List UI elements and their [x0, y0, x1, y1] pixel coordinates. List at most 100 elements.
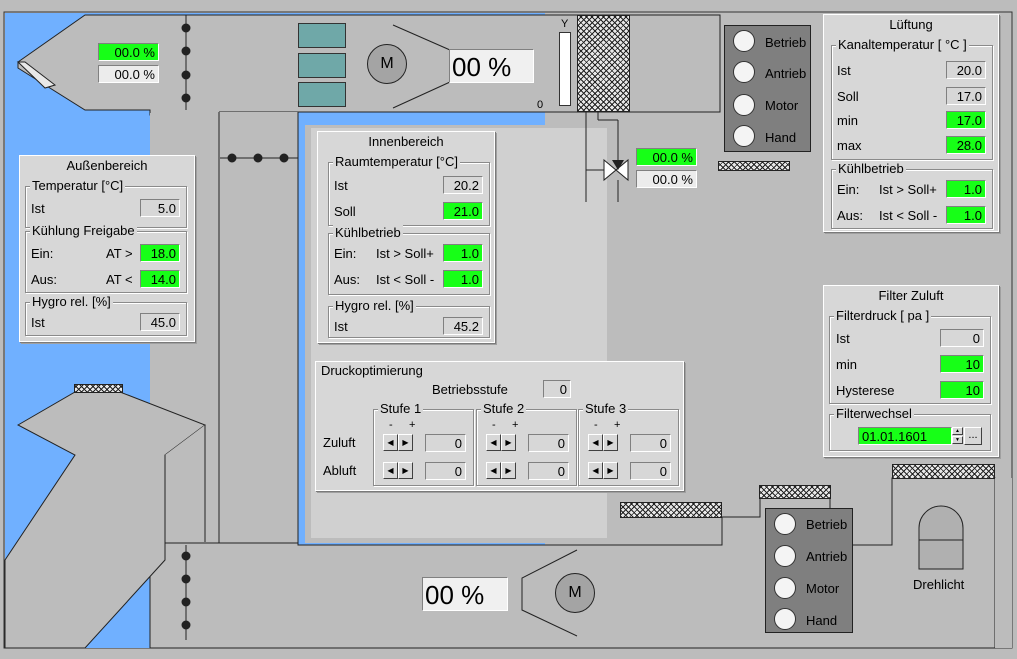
supply-fan-motor[interactable]: M — [367, 44, 407, 84]
betriebsstufe-label: Betriebsstufe — [432, 382, 508, 397]
minus-label: - — [492, 419, 496, 431]
coil-3 — [298, 82, 346, 107]
stufe3-zuluft-plus[interactable]: ▶ — [603, 434, 618, 451]
stufe2-zuluft-minus[interactable]: ◀ — [486, 434, 501, 451]
cool-on-threshold[interactable]: 18.0 — [140, 244, 180, 262]
lamp-betrieb — [733, 30, 755, 52]
group-label: Stufe 3 — [583, 401, 629, 416]
plus-label: + — [512, 419, 519, 431]
supply-filter — [577, 15, 630, 112]
supply-fan-speed: 00 % — [449, 49, 534, 83]
group-label: Kühlbetrieb — [333, 225, 403, 240]
aus-label: Aus: — [31, 272, 58, 287]
lamp-label: Betrieb — [765, 35, 807, 50]
aus-condition: AT < — [106, 272, 133, 287]
min-label: min — [836, 357, 857, 372]
group-duct-temperature: Kanaltemperatur [ °C ] Ist 20.0 Soll 17.… — [831, 37, 993, 160]
cool-off-offset[interactable]: 1.0 — [443, 270, 483, 288]
stufe2-zuluft-plus[interactable]: ▶ — [501, 434, 516, 451]
outdoor-damper-setpoint[interactable]: 00.0 % — [98, 43, 159, 61]
duct-cool-on[interactable]: 1.0 — [946, 180, 986, 198]
valve-actuator — [612, 160, 624, 170]
stufe1-abluft-plus[interactable]: ▶ — [398, 462, 413, 479]
abluft-label: Abluft — [323, 463, 357, 478]
aus-label: Aus: — [334, 272, 361, 287]
group-label: Filterdruck [ pa ] — [834, 308, 932, 323]
group-label: Raumtemperatur [°C] — [333, 154, 460, 169]
minus-label: - — [389, 419, 393, 431]
group-label: Kühlbetrieb — [836, 161, 906, 176]
extract-fan-speed: 00 % — [422, 577, 508, 611]
coil-piping — [585, 112, 619, 202]
status-grille — [718, 161, 790, 171]
ein-condition: AT > — [106, 246, 133, 261]
damper-bottom — [181, 545, 191, 640]
date-spin-up[interactable]: ▲ — [952, 427, 963, 435]
duct-temp-min[interactable]: 17.0 — [946, 111, 986, 129]
group-label: Kühlung Freigabe — [30, 223, 137, 238]
stufe2-abluft-plus[interactable]: ▶ — [501, 462, 516, 479]
lamp-label: Motor — [806, 581, 840, 596]
exhaust-filter-3 — [892, 464, 995, 479]
outdoor-hygro-value: 45.0 — [140, 313, 180, 331]
lamp-hand — [733, 125, 755, 147]
group-filter-change: Filterwechsel 01.01.1601 ▲ ▼ ... — [829, 406, 991, 451]
panel-title: Filter Zuluft — [878, 288, 944, 303]
exhaust-grille — [74, 384, 123, 393]
exhaust-filter-2 — [759, 485, 831, 499]
date-browse-button[interactable]: ... — [964, 427, 982, 445]
ein-condition: Ist > Soll+ — [879, 182, 937, 197]
panel-title: Druckoptimierung — [321, 363, 423, 378]
stufe3-zuluft-value: 0 — [630, 434, 671, 452]
extract-fan-motor[interactable]: M — [555, 573, 595, 613]
hygro-ist-label: Ist — [334, 319, 348, 334]
stufe1-zuluft-minus[interactable]: ◀ — [383, 434, 398, 451]
group-stufe-1: Stufe 1 - + ◀ ▶ 0 ◀ ▶ 0 — [373, 401, 474, 486]
group-cooling-mode: Kühlbetrieb Ein: Ist > Soll+ 1.0 Aus: Is… — [831, 161, 993, 229]
group-cooling-mode: Kühlbetrieb Ein: Ist > Soll+ 1.0 Aus: Is… — [328, 225, 490, 295]
cool-off-threshold[interactable]: 14.0 — [140, 270, 180, 288]
filter-pressure-min[interactable]: 10 — [940, 355, 984, 373]
stufe1-zuluft-plus[interactable]: ▶ — [398, 434, 413, 451]
exhaust-filter-1 — [620, 502, 722, 518]
hysterese-label: Hysterese — [836, 383, 895, 398]
filter-hysteresis[interactable]: 10 — [940, 381, 984, 399]
stufe2-abluft-minus[interactable]: ◀ — [486, 462, 501, 479]
lamp-motor — [774, 577, 796, 599]
duct-temp-actual: 20.0 — [946, 61, 986, 79]
panel-druckoptimierung: Druckoptimierung Betriebsstufe 0 Zuluft … — [315, 361, 684, 491]
duct-temp-max[interactable]: 28.0 — [946, 136, 986, 154]
room-temp-actual: 20.2 — [443, 176, 483, 194]
damper-scale-top: Y — [561, 18, 569, 30]
duct-temp-setpoint: 17.0 — [946, 87, 986, 105]
min-label: min — [837, 113, 858, 128]
stufe3-abluft-plus[interactable]: ▶ — [603, 462, 618, 479]
panel-lueftung: Lüftung Kanaltemperatur [ °C ] Ist 20.0 … — [823, 14, 999, 232]
group-room-temperature: Raumtemperatur [°C] Ist 20.2 Soll 21.0 — [328, 154, 490, 226]
lamp-antrieb — [774, 545, 796, 567]
lamp-label: Motor — [765, 98, 799, 113]
stufe3-zuluft-minus[interactable]: ◀ — [588, 434, 603, 451]
group-label: Stufe 1 — [378, 401, 424, 416]
room-temp-setpoint[interactable]: 21.0 — [443, 202, 483, 220]
coil-1 — [298, 23, 346, 48]
duct-cool-off[interactable]: 1.0 — [946, 206, 986, 224]
lamp-label: Hand — [806, 613, 838, 628]
ein-label: Ein: — [31, 246, 54, 261]
valve-actual: 00.0 % — [636, 170, 697, 188]
panel-aussenbereich: Außenbereich Temperatur [°C] Ist 5.0 Küh… — [19, 155, 195, 342]
aus-condition: Ist < Soll - — [879, 208, 938, 223]
duct-edge — [164, 425, 206, 542]
damper-scale-bottom: 0 — [537, 99, 544, 111]
soll-label: Soll — [334, 204, 356, 219]
valve-setpoint[interactable]: 00.0 % — [636, 148, 697, 166]
stufe3-abluft-minus[interactable]: ◀ — [588, 462, 603, 479]
filter-change-date[interactable]: 01.01.1601 — [858, 427, 952, 445]
cool-on-offset[interactable]: 1.0 — [443, 244, 483, 262]
damper-middle — [220, 153, 298, 163]
plus-label: + — [409, 419, 416, 431]
date-spin-down[interactable]: ▼ — [952, 436, 963, 444]
ist-label: Ist — [31, 201, 45, 216]
stufe1-abluft-minus[interactable]: ◀ — [383, 462, 398, 479]
